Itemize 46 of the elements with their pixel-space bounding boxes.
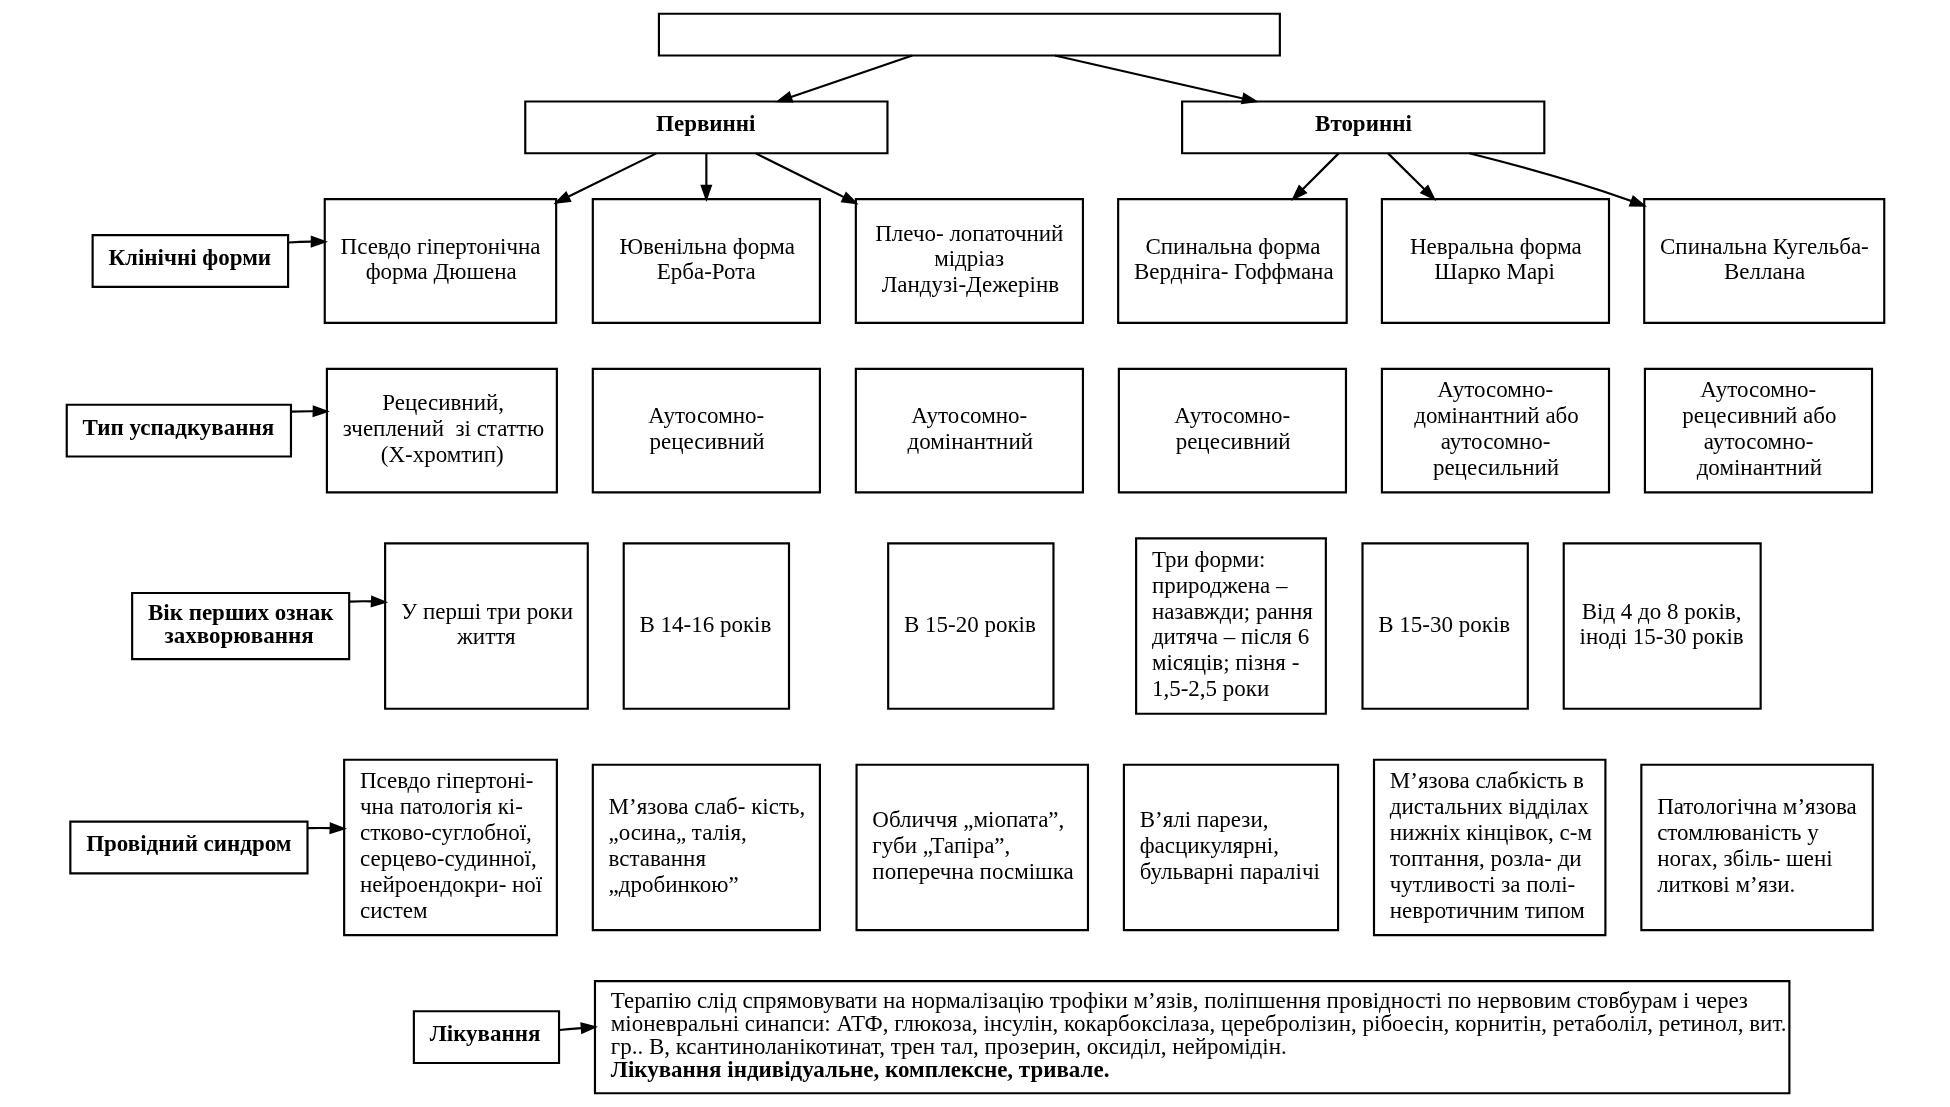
arrow <box>1290 152 1339 201</box>
node-box: Первинні <box>523 100 889 155</box>
node-box: Терапію слід спрямовувати на нормалізацію трофіки м’язів, поліпшення провідності по нервовим стовбурам і через міоневральні синапси: АТФ, глюкоза, інсулін, кокарбоксілаза, церебролізин, рібоесін, корнитін, ретаболіл, ретинол, вит. гр.. В, ксантиноланікотинат, трен тал, прозерин, оксиділ, нейромідін. Лікування індивідуальне, комплексне, тривале. <box>593 980 1790 1095</box>
arrow <box>349 595 388 608</box>
arrow <box>287 235 328 248</box>
node-box: Аутосомно- домінантний або аутосомно- рецесильний <box>1380 367 1610 494</box>
node-box: Аутосомно- домінантний <box>854 367 1084 494</box>
node-box: Клінічні форми <box>91 234 289 288</box>
arrow <box>290 405 330 418</box>
node-box: М’язова слабкість в дистальних відділах нижніх кінцівок, с-м топтання, розла- ди чутливості за полі- невротичним типом <box>1372 758 1606 937</box>
node-box: Тип успадкування <box>65 403 292 458</box>
node-box: Невральна форма Шарко Марі <box>1380 198 1610 324</box>
arrow <box>1054 54 1259 105</box>
node-box: Рецесивний, зчеплений зі статтю (Х-хромтип) <box>325 367 558 494</box>
node-box: Від 4 до 8 років, іноді 15-30 років <box>1562 542 1762 710</box>
node-box: В’ялі парези, фасцикулярні, бульварні паралічі <box>1122 763 1339 932</box>
node-box: Аутосомно- рецесивний або аутосомно- домінантний <box>1643 367 1873 494</box>
node-box: В 15-30 років <box>1360 542 1529 710</box>
node-box: Аутосомно- рецесивний <box>591 367 821 494</box>
node-box: В 15-20 років <box>886 542 1055 710</box>
node-box: Три форми: природжена – назавжди; рання дитяча – після 6 місяців; пізня - 1,5-2,5 роки <box>1134 537 1327 715</box>
arrow <box>1386 152 1436 201</box>
node-box: Псевдо гіпертонічна форма Дюшена <box>323 198 557 324</box>
node-box: Вік перших ознак захворювання <box>130 591 350 661</box>
node-box: Псевдо гіпертоні- чна патологія кі- стково-суглобної, серцево-судинної, нейроендокри- ної систем <box>342 758 558 937</box>
node-box: Ювенільна форма Ерба-Рота <box>591 198 821 324</box>
arrow <box>754 152 859 205</box>
arrow <box>774 54 913 103</box>
node-box <box>657 12 1281 57</box>
node-box: Плечо- лопаточний мідріаз Ландузі-Дежерінв <box>854 198 1084 324</box>
node-box: У перші три роки життя <box>383 542 589 710</box>
node-box: В 14-16 років <box>622 542 790 710</box>
arrow <box>699 153 712 202</box>
arrow <box>553 152 657 204</box>
arrow <box>1468 152 1647 207</box>
node-box: Обличчя „міопата”, губи „Тапіра”, поперечна посмішка <box>854 763 1089 932</box>
arrow <box>558 1022 598 1035</box>
node-box: Вторинні <box>1180 100 1545 155</box>
node-box: Лікування <box>412 1010 560 1065</box>
node-box: Патологічна м’язова стомлюваність у ногах, збіль- шені литкові м’язи. <box>1639 763 1874 932</box>
arrow <box>307 822 347 835</box>
node-box: Спинальна форма Вердніга- Гоффмана <box>1116 198 1348 324</box>
node-box: Провідний синдром <box>68 820 309 875</box>
node-box: Аутосомно- рецесивний <box>1117 367 1347 494</box>
node-box: М’язова слаб- кість, „осина„ талія, вставання „дробинкою” <box>591 763 821 932</box>
node-box: Спинальна Кугельба- Веллана <box>1642 198 1885 324</box>
